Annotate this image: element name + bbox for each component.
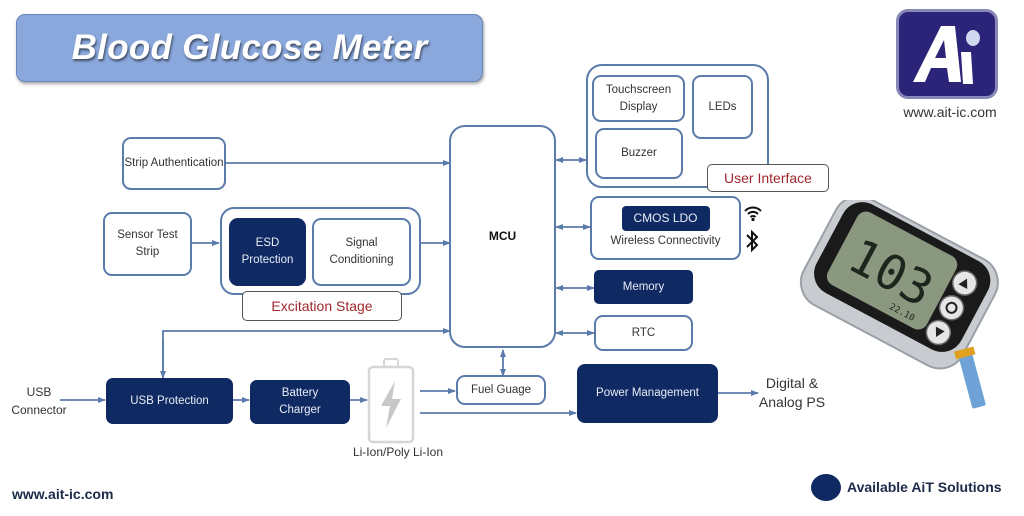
cmos-ldo-label: CMOS LDO [633, 211, 698, 225]
excitation-stage-label: Excitation Stage [271, 298, 373, 314]
ait-logo-icon [896, 9, 998, 99]
usb-protection-label: USB Protection [130, 394, 209, 407]
excitation-stage-tag: Excitation Stage [242, 291, 402, 321]
signal-conditioning-label: Signal Conditioning [329, 237, 394, 266]
power-management-label: Power Management [596, 387, 699, 399]
touchscreen-display-block: Touchscreen Display [592, 75, 685, 122]
fuel-gauge-label: Fuel Guage [470, 383, 532, 396]
battery-charger-label: Battery Charger [279, 387, 321, 416]
rtc-block: RTC [594, 315, 693, 351]
digital-analog-ps-label: Digital & Analog PS [758, 375, 826, 410]
battery-charger-block: Battery Charger [250, 380, 350, 424]
strip-authentication-label: Strip Authentication [124, 157, 224, 169]
mcu-label: MCU [488, 229, 517, 243]
battery-icon [366, 358, 418, 449]
leds-label: LEDs [708, 100, 737, 113]
usb-connector-label: USB Connector [11, 385, 67, 417]
wireless-connectivity-block: CMOS LDO Wireless Connectivity [590, 196, 741, 260]
footer-url: www.ait-ic.com [12, 486, 114, 502]
power-management-block: Power Management [577, 364, 718, 423]
cmos-ldo-block: CMOS LDO [621, 206, 710, 231]
battery-label: Li-Ion/Poly Li-Ion [352, 445, 444, 459]
user-interface-label: User Interface [724, 170, 812, 186]
rtc-label: RTC [631, 326, 656, 339]
sensor-test-strip-label: Sensor Test Strip [117, 229, 178, 258]
signal-conditioning-block: Signal Conditioning [312, 218, 411, 286]
memory-block: Memory [594, 270, 693, 304]
memory-label: Memory [622, 280, 665, 293]
usb-protection-block: USB Protection [106, 378, 233, 424]
glucose-meter-photo: 103 22.10 [770, 195, 1024, 420]
user-interface-tag: User Interface [707, 164, 829, 192]
title-banner: Blood Glucose Meter [16, 14, 483, 82]
wifi-icon [743, 204, 763, 227]
bluetooth-icon [745, 229, 759, 258]
legend-swatch [811, 474, 841, 501]
esd-protection-block: ESD Protection [229, 218, 306, 286]
legend-label: Available AiT Solutions [847, 479, 1002, 495]
buzzer-label: Buzzer [621, 147, 657, 159]
logo-url: www.ait-ic.com [903, 104, 997, 120]
strip-authentication-block: Strip Authentication [122, 137, 226, 190]
esd-protection-label: ESD Protection [241, 237, 294, 266]
mcu-block: MCU [449, 125, 556, 348]
sensor-test-strip-block: Sensor Test Strip [103, 212, 192, 276]
buzzer-block: Buzzer [595, 128, 683, 179]
touchscreen-display-label: Touchscreen Display [605, 83, 672, 113]
fuel-gauge-block: Fuel Guage [456, 375, 546, 405]
leds-block: LEDs [692, 75, 753, 139]
page-title: Blood Glucose Meter [71, 28, 428, 67]
wireless-connectivity-label: Wireless Connectivity [610, 235, 721, 247]
